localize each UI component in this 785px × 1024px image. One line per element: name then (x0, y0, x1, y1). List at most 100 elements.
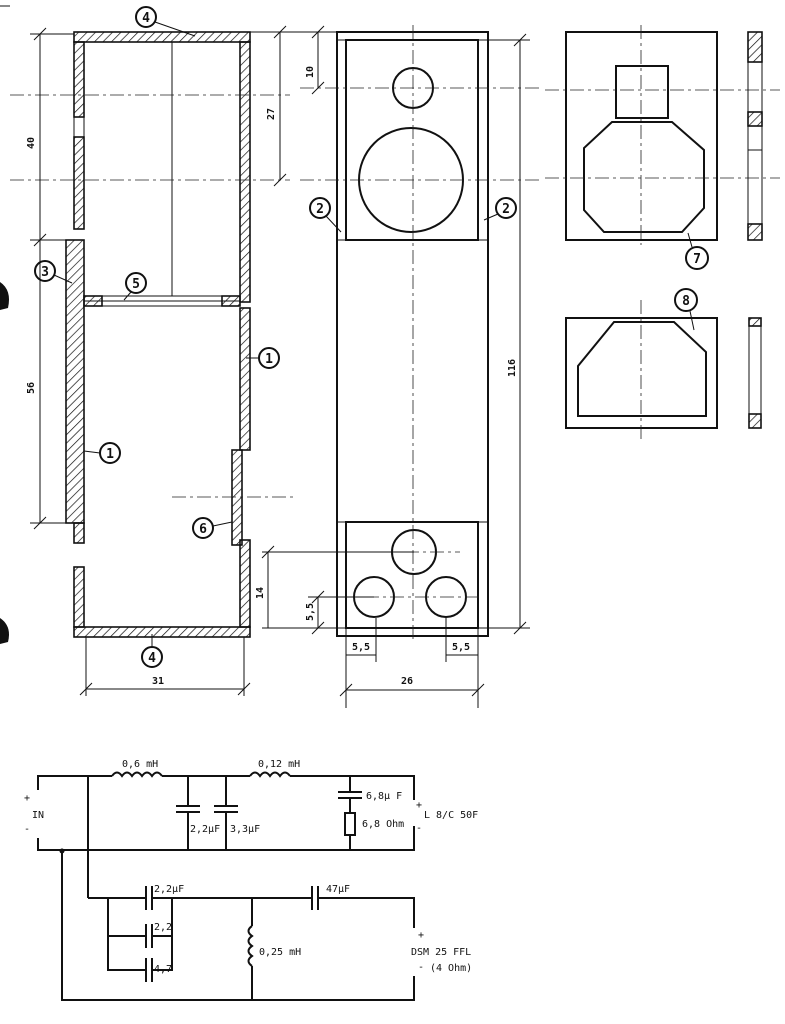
section-solid (748, 317, 762, 327)
capacitor-c1-label: 2,2µF (190, 824, 220, 835)
wire (318, 897, 415, 928)
capacitor-c3-label: 6,8µ F (366, 791, 402, 802)
callout-7 (685, 246, 709, 270)
upper-baffle (345, 39, 479, 241)
dim-5-5-right-label: 5,5 (452, 642, 470, 653)
front-view: 10 27 116 14 5,5 5,5 5,5 (250, 25, 540, 708)
callout-2-left (309, 197, 331, 219)
tick (237, 682, 251, 696)
crossover-schematic: + IN - 0,6 mH 2,2µF 3,3µF 0,12 mH 6,8 (24, 759, 478, 1001)
part-3: 3 (41, 265, 49, 280)
leader (123, 291, 132, 301)
dim-27-label: 27 (266, 108, 277, 120)
callout-8 (674, 288, 698, 312)
leader (689, 310, 695, 331)
tick (33, 27, 47, 41)
tick (311, 81, 325, 95)
section-solid (747, 31, 763, 63)
tweeter-plus: + (418, 930, 424, 941)
tick (311, 621, 325, 635)
inductor-l1 (111, 771, 163, 778)
panel-8-window (577, 321, 707, 417)
binder-hole-bottom (0, 618, 9, 644)
port-part-6 (231, 449, 243, 546)
woofer-minus: - (416, 823, 422, 834)
bottom-panel (73, 626, 251, 638)
dim-116-label: 116 (507, 359, 518, 377)
panel-7-woofer-window (583, 121, 705, 233)
input-label: IN (32, 810, 44, 821)
section-solid (747, 223, 763, 241)
front-wall-mid (73, 136, 85, 230)
part-1-back: 1 (265, 352, 273, 367)
back-wall-upper (239, 41, 251, 303)
resistor-r1 (344, 812, 356, 836)
wire (290, 775, 415, 800)
inductor-l2 (249, 771, 291, 778)
front-wall-lower-b (73, 566, 85, 628)
panel-8-view: 8 (565, 288, 762, 440)
input-plus: + (24, 793, 30, 804)
front-wall-lower-a (73, 522, 85, 544)
callout-3 (34, 260, 56, 282)
wire (37, 775, 112, 790)
wire (107, 898, 146, 971)
panel-7-view: 7 (545, 25, 780, 270)
resistor-r1-label: 6,8 Ohm (362, 819, 404, 830)
inductor-l2-label: 0,12 mH (258, 759, 300, 770)
tick (471, 683, 485, 697)
callout-4-top (135, 6, 157, 28)
panel-8-outline (565, 317, 718, 429)
section-solid (747, 111, 763, 127)
tick (33, 516, 47, 530)
dim-5-5-left-label: 5,5 (352, 642, 370, 653)
part-1-front: 1 (106, 447, 114, 462)
inductor-l1-label: 0,6 mH (122, 759, 158, 770)
inductor-l3-label: 0,25 mH (259, 947, 301, 958)
panel-7-section (747, 31, 763, 241)
front-baffle-part-3 (65, 239, 85, 524)
dim-40-label: 40 (26, 137, 37, 149)
back-wall-lower (239, 539, 251, 628)
inductor-l3 (247, 925, 254, 967)
tick (261, 545, 275, 559)
front-wall-slot (73, 116, 85, 138)
leader (212, 521, 233, 527)
cabinet-outline (336, 31, 489, 637)
leader (687, 232, 693, 248)
shelf-cleat-left (83, 295, 103, 307)
part-5: 5 (132, 277, 140, 292)
part-7: 7 (693, 252, 701, 267)
part-4-top: 4 (142, 11, 150, 26)
capacitor-c5-label: 2,2 (154, 922, 172, 933)
callout-6 (192, 517, 214, 539)
side-section-view: 40 56 31 4 3 5 1 1 6 4 (10, 6, 295, 696)
woofer-plus: + (416, 800, 422, 811)
dim-10-label: 10 (305, 66, 316, 78)
tweeter-minus: - (418, 962, 424, 973)
dim-26-label: 26 (401, 676, 413, 687)
part-2-left: 2 (316, 202, 324, 217)
panel-8-section (748, 317, 762, 429)
callout-5 (125, 272, 147, 294)
wire (61, 850, 415, 1001)
leader (325, 215, 342, 233)
binder-hole-top (0, 282, 9, 310)
capacitor-c4-label: 2,2µF (154, 884, 184, 895)
leader (83, 450, 101, 454)
dim-31-label: 31 (152, 676, 164, 687)
section-solid (748, 413, 762, 429)
tick (339, 683, 353, 697)
tick (79, 682, 93, 696)
capacitor-c2-label: 3,3µF (230, 824, 260, 835)
dim-14-label: 14 (255, 587, 266, 599)
tweeter-label: DSM 25 FFL (411, 947, 471, 958)
panel-7-tweeter-window (615, 65, 669, 119)
tick (513, 621, 527, 635)
part-6: 6 (199, 522, 207, 537)
wire (152, 897, 173, 971)
tick (273, 173, 287, 187)
capacitor-c7-label: 47µF (326, 884, 350, 895)
input-minus: - (24, 824, 30, 835)
